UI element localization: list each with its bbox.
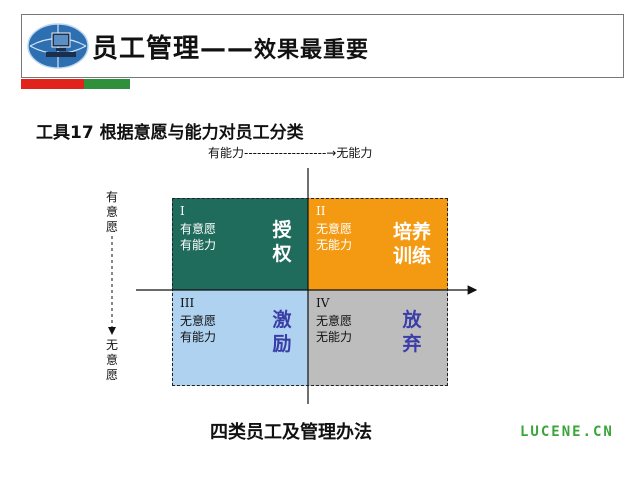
quadrant-1: I 有意愿 有能力 授权 [172, 198, 308, 290]
accent-bar-red [21, 79, 84, 89]
quadrant-1-willingness: 有意愿 [180, 222, 217, 236]
quadrant-3-ability: 有能力 [180, 330, 217, 344]
quadrant-3-number: III [180, 296, 195, 310]
quadrant-2-ability: 无能力 [316, 238, 353, 252]
quadrant-4-action: 放弃 [402, 309, 422, 355]
quadrant-1-ability: 有能力 [180, 238, 217, 252]
quadrant-4-willingness: 无意愿 [316, 314, 353, 328]
quadrant-2: II 无意愿 无能力 培养训练 [308, 198, 448, 290]
top-axis-label: 有能力-------------------→无能力 [208, 144, 372, 161]
diagram-title: 工具17 根据意愿与能力对员工分类 [36, 123, 304, 143]
left-axis-top-label: 有意愿 [105, 190, 118, 234]
quadrant-3-willingness: 无意愿 [180, 314, 217, 328]
quadrant-2-willingness: 无意愿 [316, 222, 353, 236]
globe-monitor-logo-icon [27, 23, 89, 69]
accent-bar-green [84, 79, 130, 89]
top-axis-left-label: 有能力 [208, 146, 245, 160]
quadrant-1-action: 授权 [272, 219, 292, 265]
quadrant-2-action: 培养训练 [392, 221, 431, 267]
quadrant-2-number: II [316, 204, 326, 218]
quadrant-4-number: IV [316, 296, 330, 310]
quadrant-4: IV 无意愿 无能力 放弃 [308, 290, 448, 386]
quadrant-1-number: I [180, 204, 185, 218]
top-axis-right-label: 无能力 [336, 146, 373, 160]
page-title: 员工管理——效果最重要 [92, 34, 370, 64]
left-axis-bottom-label: 无意愿 [105, 338, 118, 382]
quadrant-4-ability: 无能力 [316, 330, 353, 344]
quadrant-3-action: 激励 [272, 309, 292, 355]
watermark-text: LUCENE.CN [520, 424, 614, 440]
quadrant-3: III 无意愿 有能力 激励 [172, 290, 308, 386]
diagram-caption: 四类员工及管理办法 [210, 422, 372, 443]
header-banner: 员工管理——效果最重要 [21, 14, 624, 78]
top-axis-arrow: -------------------→ [244, 146, 337, 160]
